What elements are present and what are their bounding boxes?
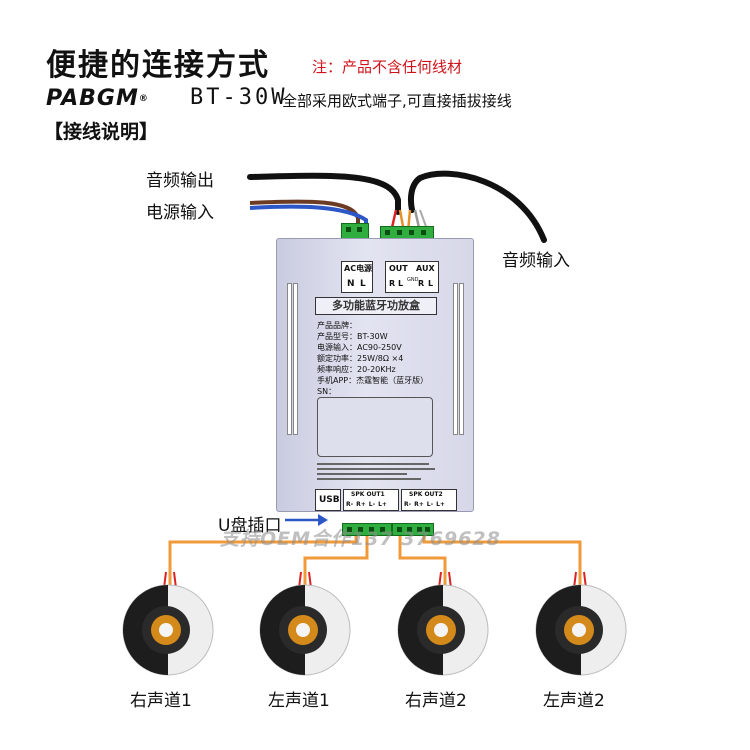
spec-line: 额定功率：25W/8Ω ×4: [317, 354, 404, 363]
aux-pin-l: L: [428, 279, 434, 288]
ac-pin-l: L: [360, 279, 366, 289]
spk1-pin: R-: [346, 501, 354, 508]
spec-line: 电源输入：AC90-250V: [317, 343, 402, 352]
spec-line: 手机APP：杰霆智能（蓝牙版）: [317, 376, 429, 385]
left-vent: [287, 283, 292, 435]
spk-out2-panel: SPK OUT2 R-R+L-L+: [401, 489, 457, 511]
power-terminal-block: [341, 223, 369, 239]
spk2-pin: R-: [404, 501, 412, 508]
spec-list: 产品品牌： 产品型号：BT-30W 电源输入：AC90-250V 额定功率：25…: [317, 322, 428, 399]
ac-panel: AC电源 N L: [341, 261, 373, 293]
spk1-pin: R+: [356, 501, 366, 508]
brand-name: PABGM: [46, 86, 139, 111]
aux-label: AUX: [416, 264, 435, 273]
speaker-2-icon: [259, 584, 351, 676]
watermark: 支持OEM合作137 3769628: [220, 528, 501, 550]
speaker-label-1: 右声道1: [130, 691, 192, 711]
speaker-4-icon: [535, 584, 627, 676]
registered-mark: ®: [138, 94, 149, 104]
spec-line: 产品品牌：: [317, 321, 357, 330]
usb-panel: USB: [315, 489, 341, 511]
section-title: 【接线说明】: [44, 121, 159, 143]
left-vent: [293, 283, 298, 435]
out-pin-l: L: [398, 279, 404, 288]
spk-out1-panel: SPK OUT1 R-R+L-L+: [343, 489, 399, 511]
audio-in-label: 音频输入: [502, 251, 570, 271]
spk1-pin: L+: [378, 501, 387, 508]
audio-in-cable: [408, 170, 547, 243]
spec-line: SN：: [317, 387, 337, 396]
speaker-wire-1: [168, 535, 358, 585]
spk-out1-label: SPK OUT1: [351, 491, 385, 498]
label-blank-area: [317, 397, 433, 457]
speaker-wire-4: [422, 535, 582, 585]
speaker-wire-2: [303, 535, 369, 585]
spec-line: 产品型号：BT-30W: [317, 332, 388, 341]
speaker-terminal-block-1: [342, 523, 392, 536]
spk1-pin: L-: [368, 501, 376, 508]
speaker-3-icon: [397, 584, 489, 676]
ac-label: AC电源: [344, 264, 373, 273]
aux-pin-r: R: [418, 279, 425, 288]
model-name: BT-30W: [190, 85, 288, 110]
page-title: 便捷的连接方式: [46, 48, 270, 83]
usb-port-label: U盘插口: [218, 516, 282, 536]
spk-out2-label: SPK OUT2: [409, 491, 443, 498]
usb-label: USB: [319, 495, 340, 505]
audio-out-label: 音频输出: [146, 171, 214, 191]
note-text: 注：产品不含任何线材: [312, 58, 463, 76]
right-vent: [459, 283, 464, 435]
gnd-label: GND: [407, 277, 419, 283]
spec-line: 频率响应：20-20KHz: [317, 365, 396, 374]
usb-arrowhead: [318, 514, 328, 526]
amplifier-box: AC电源 N L OUT AUX R L GND R L 多功能蓝牙功放盒 产品…: [276, 238, 474, 512]
spk2-pin: L-: [426, 501, 434, 508]
audio-out-cable: [247, 172, 401, 215]
power-wire-blue: [249, 204, 368, 232]
out-aux-panel: OUT AUX R L GND R L: [385, 261, 439, 293]
brand-logo: PABGM®: [46, 86, 149, 111]
speaker-wire-3: [398, 535, 447, 585]
power-in-label: 电源输入: [146, 203, 214, 223]
out-pin-r: R: [389, 279, 396, 288]
speaker-label-3: 右声道2: [405, 691, 467, 711]
right-vent: [453, 283, 458, 435]
spk2-pin: L+: [436, 501, 445, 508]
product-title: 多功能蓝牙功放盒: [315, 297, 437, 315]
speaker-terminal-block-2: [392, 523, 434, 536]
ac-pin-n: N: [347, 279, 355, 289]
speaker-1-icon: [122, 584, 214, 676]
small-print: [317, 463, 435, 480]
speaker-label-2: 左声道1: [268, 691, 330, 711]
spk2-pin: R+: [414, 501, 424, 508]
speaker-label-4: 左声道2: [543, 691, 605, 711]
out-label: OUT: [389, 264, 408, 273]
tagline: 全部采用欧式端子,可直接插拔接线: [282, 92, 512, 110]
